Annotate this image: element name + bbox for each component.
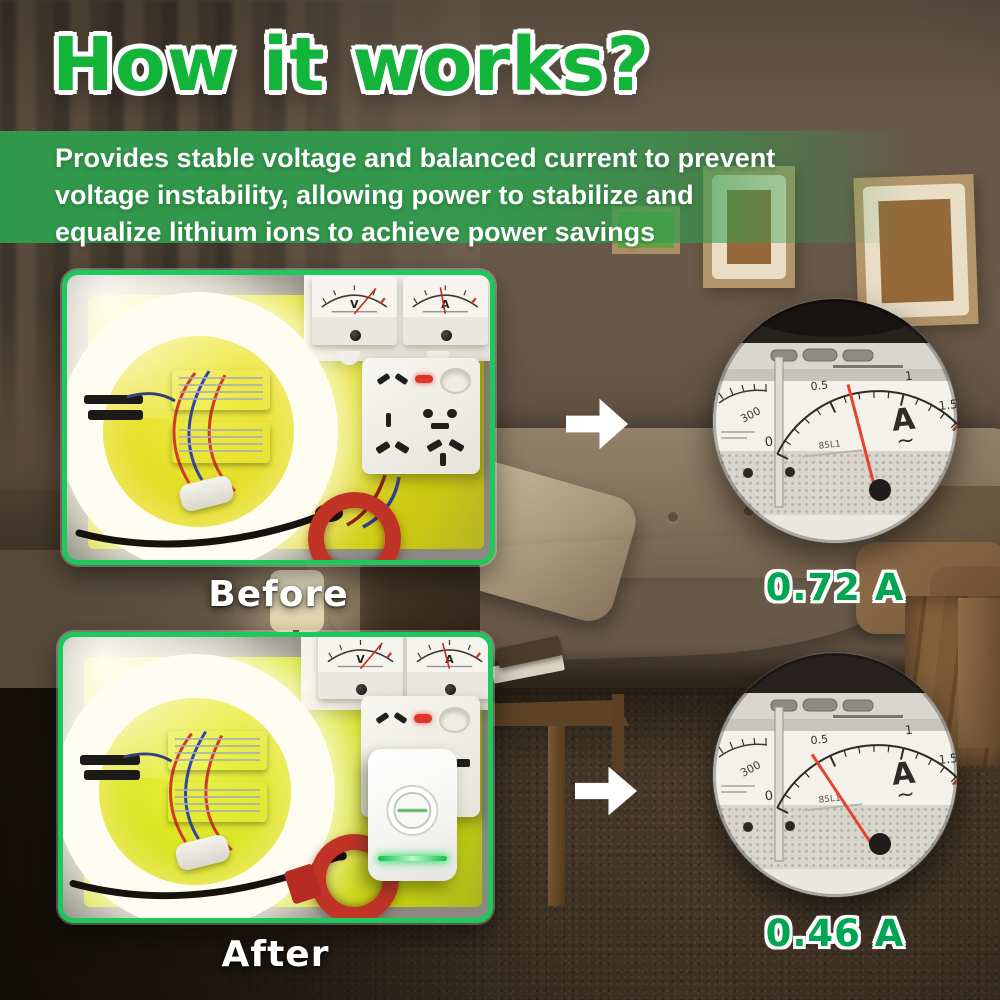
meter-knob (440, 329, 452, 341)
ballast-label-text (178, 377, 264, 403)
ballast-label-text (175, 737, 261, 763)
panel-ammeter: A (403, 276, 488, 345)
socket-hole (375, 440, 392, 455)
socket-hole (375, 712, 390, 725)
before-label: Before (208, 574, 349, 615)
energy-saver-device (368, 749, 457, 882)
subtitle-text: Provides stable voltage and balanced cur… (55, 143, 776, 247)
power-socket (361, 357, 481, 475)
socket-hole (455, 758, 470, 768)
socket-hole (426, 438, 444, 453)
meter-knob (349, 329, 361, 341)
page-title: How it works? (52, 22, 651, 108)
ammeter-closeup-after: 300 (713, 653, 957, 897)
socket-button (439, 368, 471, 394)
panel-voltmeter: V (312, 276, 397, 345)
ballast-unit (168, 782, 267, 822)
ballast-label-text (178, 429, 264, 455)
meter-knob (355, 683, 367, 695)
socket-button (439, 706, 470, 734)
ballast-unit (172, 422, 270, 462)
power-indicator (414, 714, 432, 723)
table-leg (548, 726, 565, 906)
tick-0: 0 (764, 435, 774, 451)
meter-brand-logo (770, 698, 874, 712)
socket-hole (376, 373, 391, 386)
power-indicator (415, 375, 433, 384)
socket-hole (439, 453, 446, 467)
subtitle-banner: Provides stable voltage and balanced cur… (0, 131, 930, 247)
after-label: After (221, 934, 330, 975)
before-reading: 0.72 A (765, 566, 905, 609)
tick-05: 0.5 (810, 378, 829, 393)
socket-hole (394, 373, 409, 386)
device-led-strip (377, 856, 447, 862)
side-table (958, 598, 1000, 748)
panel-voltmeter: V (318, 637, 403, 699)
tick-05: 0.5 (810, 732, 829, 747)
socket-hole (393, 712, 408, 725)
ac-symbol: ~ (895, 428, 916, 455)
socket-hole (447, 409, 457, 419)
after-reading: 0.46 A (765, 912, 905, 955)
ballast-label-text (175, 789, 261, 814)
socket-hole (385, 412, 392, 427)
after-photo: V A (58, 632, 493, 923)
ballast-unit (172, 370, 270, 410)
tick-1: 1 (904, 723, 913, 738)
tick-1: 1 (904, 369, 913, 384)
socket-hole (423, 409, 433, 419)
ballast-unit (168, 731, 267, 771)
table-leg (612, 694, 624, 772)
panel-ammeter: A (407, 637, 488, 699)
screw-hole (869, 479, 891, 501)
ammeter-closeup-before: 300 (713, 299, 957, 543)
socket-hole (394, 440, 410, 455)
tick-0: 0 (764, 789, 774, 805)
before-photo: V A (62, 270, 495, 565)
couch-tuft (668, 512, 678, 522)
socket-hole (430, 423, 450, 429)
screw-hole (869, 833, 891, 855)
meter-knob (444, 683, 456, 695)
ac-symbol: ~ (895, 782, 916, 809)
socket-hole (448, 438, 466, 453)
device-badge (386, 785, 438, 837)
meter-brand-logo (770, 348, 874, 362)
